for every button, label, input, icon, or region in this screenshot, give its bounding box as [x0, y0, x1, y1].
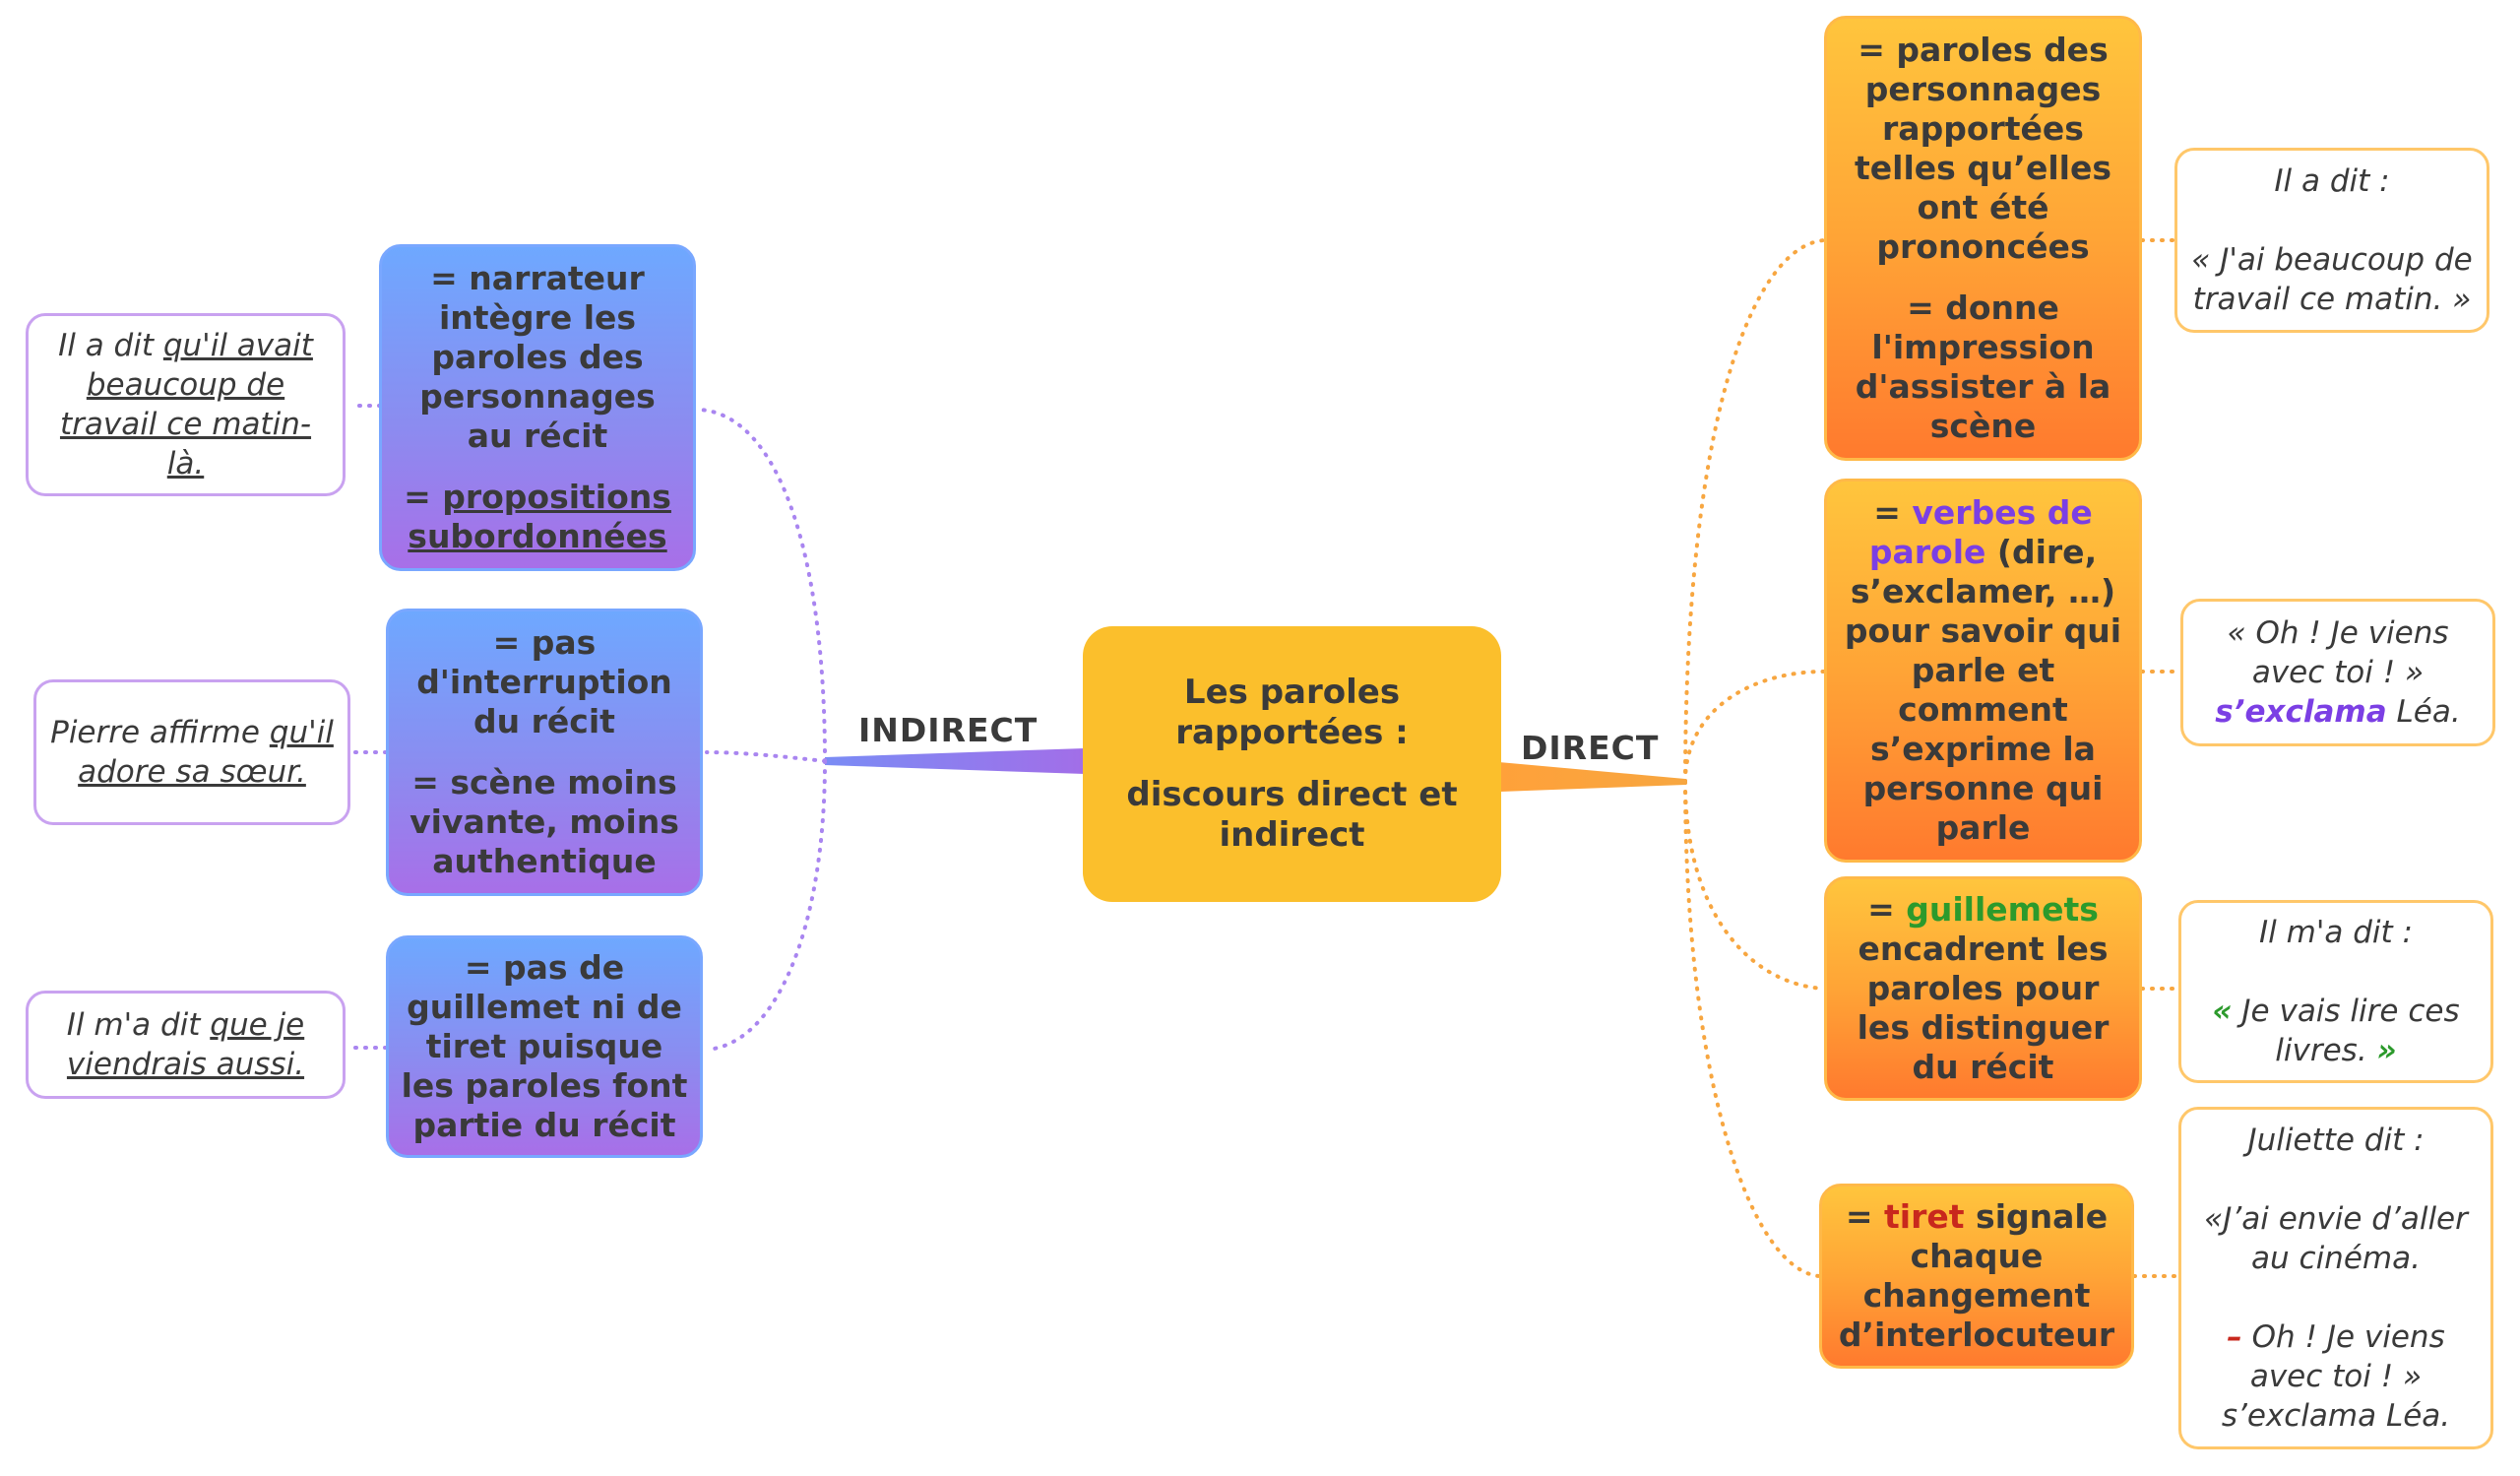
indirect-node-scene-text: = scène moins vivante, moins authentique: [410, 763, 679, 880]
link-direct-n4: [1683, 780, 1821, 1278]
central-subtitle: discours direct et indirect: [1126, 775, 1458, 855]
indirect-branch: [825, 748, 1085, 774]
indirect-node-narrateur-text: = narrateur intègre les paroles des pers…: [419, 259, 656, 455]
link-indirect-n1: [697, 408, 827, 763]
indirect-node-narrateur-subordonnees: = propositions subordonnées: [404, 478, 671, 555]
direct-branch: [1499, 762, 1685, 792]
indirect-node-guillemet-text: = pas de guillemet ni de tiret puisque l…: [401, 948, 688, 1144]
direct-node-verbes-text: = verbes de parole (dire, s’exclamer, …)…: [1844, 493, 2122, 847]
direct-example-1-quote: « J'ai beaucoup de travail ce matin. »: [2191, 242, 2473, 317]
direct-example-4-quote2: – Oh ! Je viens avec toi ! » s’exclama L…: [2221, 1319, 2451, 1434]
direct-example-1-intro: Il a dit :: [2274, 163, 2390, 199]
indirect-example-3-text: Il m'a dit que je viendrais aussi.: [66, 1007, 305, 1082]
direct-node-paroles-text: = paroles des personnages rapportées tel…: [1855, 31, 2111, 266]
direct-example-3-quote: « Je vais lire ces livres. »: [2212, 994, 2460, 1068]
indirect-example-2[interactable]: Pierre affirme qu'il adore sa sœur.: [33, 679, 350, 825]
direct-example-4-quote1: «J’ai envie d’aller au cinéma.: [2204, 1201, 2468, 1276]
indirect-example-2-text: Pierre affirme qu'il adore sa sœur.: [50, 715, 334, 790]
direct-node-guillemets[interactable]: = guillemets encadrent les paroles pour …: [1824, 876, 2142, 1101]
direct-example-4-intro: Juliette dit :: [2247, 1123, 2425, 1158]
direct-node-impression-text: = donne l'impression d'assister à la scè…: [1855, 289, 2111, 445]
link-indirect-n3: [705, 759, 827, 1052]
direct-example-3[interactable]: Il m'a dit : « Je vais lire ces livres. …: [2178, 900, 2493, 1083]
link-direct-n1: [1683, 238, 1826, 784]
central-topic[interactable]: Les paroles rapportées : discours direct…: [1083, 626, 1501, 902]
direct-node-guillemets-text: = guillemets encadrent les paroles pour …: [1857, 890, 2110, 1086]
direct-example-2[interactable]: « Oh ! Je viens avec toi ! » s’exclama L…: [2180, 599, 2495, 746]
link-direct-n3: [1683, 780, 1826, 991]
central-title: Les paroles rapportées :: [1175, 673, 1409, 752]
direct-branch-label: DIRECT: [1521, 729, 1660, 767]
indirect-example-1-text: Il a dit qu'il avait beaucoup de travail…: [58, 328, 313, 481]
indirect-branch-label: INDIRECT: [858, 711, 1039, 749]
direct-node-tiret[interactable]: = tiret signale chaque changement d’inte…: [1819, 1184, 2134, 1369]
indirect-node-interruption-text: = pas d'interruption du récit: [416, 623, 672, 740]
indirect-node-guillemet[interactable]: = pas de guillemet ni de tiret puisque l…: [386, 935, 703, 1158]
direct-node-tiret-text: = tiret signale chaque changement d’inte…: [1838, 1197, 2115, 1354]
link-direct-n2: [1683, 670, 1826, 784]
indirect-example-1[interactable]: Il a dit qu'il avait beaucoup de travail…: [26, 313, 346, 496]
direct-node-verbes[interactable]: = verbes de parole (dire, s’exclamer, …)…: [1824, 479, 2142, 863]
direct-example-3-intro: Il m'a dit :: [2259, 915, 2413, 950]
direct-example-2-text: « Oh ! Je viens avec toi ! » s’exclama L…: [2215, 615, 2461, 730]
direct-node-paroles[interactable]: = paroles des personnages rapportées tel…: [1824, 16, 2142, 461]
indirect-node-narrateur[interactable]: = narrateur intègre les paroles des pers…: [379, 244, 696, 571]
direct-example-4[interactable]: Juliette dit : «J’ai envie d’aller au ci…: [2178, 1107, 2493, 1449]
indirect-example-3[interactable]: Il m'a dit que je viendrais aussi.: [26, 991, 346, 1099]
direct-example-1[interactable]: Il a dit : « J'ai beaucoup de travail ce…: [2174, 148, 2489, 333]
indirect-node-interruption[interactable]: = pas d'interruption du récit = scène mo…: [386, 609, 703, 896]
link-indirect-n2: [705, 750, 827, 763]
